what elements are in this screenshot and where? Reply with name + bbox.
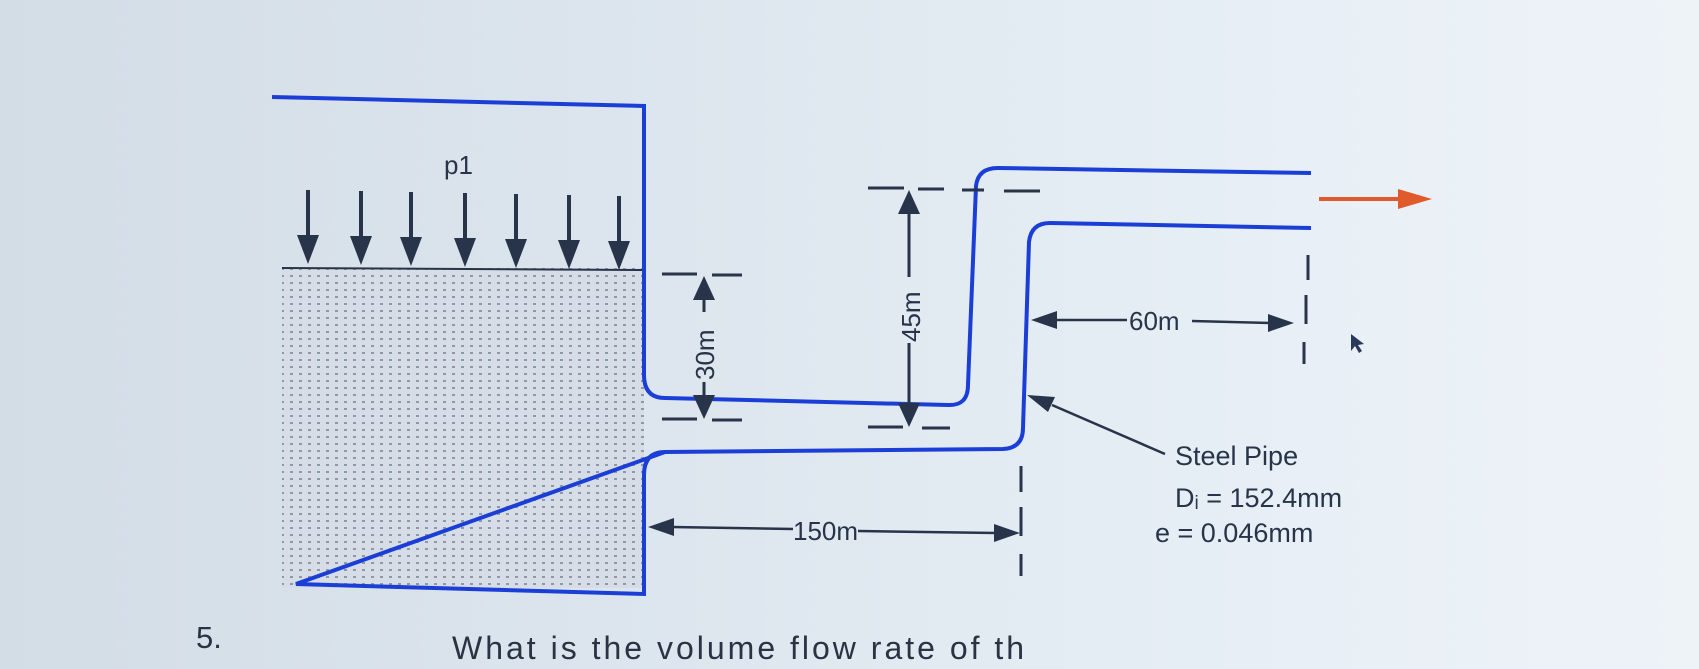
dimension-45m — [868, 186, 1040, 430]
mouse-cursor-icon — [1351, 334, 1364, 353]
tank-liquid — [282, 268, 644, 588]
pressure-arrow-icon — [297, 190, 630, 270]
pipe-lower-wall — [664, 220, 1312, 454]
dimension-60m — [1031, 255, 1310, 364]
liquid-surface — [281, 267, 645, 271]
steel-pipe — [664, 165, 1312, 454]
dimension-150m — [648, 466, 1023, 576]
pipe-roughness-label: e = 0.046mm — [1155, 518, 1313, 548]
dimension-150m-label: 150m — [793, 516, 858, 546]
dimension-30m — [662, 272, 742, 422]
tank-outline — [271, 95, 666, 597]
pipe-material-label: Steel Pipe — [1175, 441, 1298, 471]
dimension-45m-label: 45m — [896, 291, 926, 342]
question-number: 5. — [196, 620, 222, 655]
tank — [271, 95, 666, 597]
dimension-60m-label: 60m — [1129, 306, 1180, 336]
pipe-leader-line — [1027, 395, 1166, 456]
pipe-upper-wall — [664, 165, 1312, 408]
pipe-diameter-label: Dᵢ = 152.4mm — [1175, 483, 1342, 513]
flow-direction-arrow-icon — [1319, 189, 1432, 209]
pressure-label: p1 — [444, 150, 473, 180]
dimension-30m-label: 30m — [690, 329, 720, 380]
question-text: What is the volume flow rate of th — [452, 630, 1028, 666]
